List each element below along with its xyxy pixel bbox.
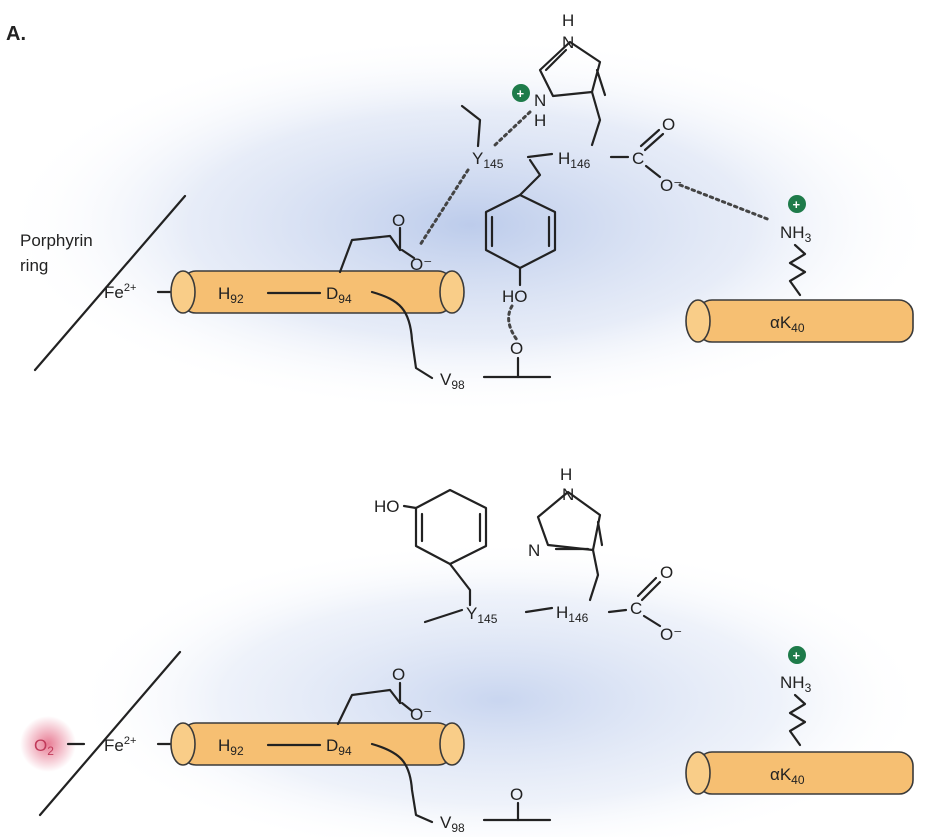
- h146-o-minus-bottom: O⁻: [660, 625, 682, 644]
- lys-nh3: NH3: [780, 223, 812, 245]
- d94-label: D94: [326, 284, 352, 306]
- svg-text:+: +: [793, 648, 801, 663]
- lys-positive-badge-bottom: [788, 646, 806, 664]
- lys-nh3-bottom: NH3: [780, 673, 812, 695]
- positive-charge-badge: [512, 84, 530, 102]
- lys-helix: [685, 299, 914, 343]
- porphyrin-label: Porphyrin: [20, 231, 93, 250]
- ring-label: ring: [20, 256, 48, 275]
- ak40-label: αK40: [770, 313, 805, 335]
- v98-label-bottom: V98: [440, 813, 465, 835]
- v98-carbonyl-o: O: [510, 339, 523, 358]
- imidazole-n-bottom: N: [528, 541, 540, 560]
- h146-carboxyl-c: C: [632, 149, 644, 168]
- porphyrin-ring-line-bottom: [38, 650, 182, 817]
- svg-text:+: +: [793, 197, 801, 212]
- bottom-panel: O2 Fe2+ H92 D94 O O⁻ V98 O HO Y: [20, 465, 914, 835]
- tyr-oh-bottom: HO: [374, 497, 400, 516]
- h92-label: H92: [218, 284, 244, 306]
- h146-carboxyl-c-bottom: C: [630, 599, 642, 618]
- d94-carbonyl-o: O: [392, 211, 405, 230]
- imidazole-top-n-bottom: N: [562, 485, 574, 504]
- porphyrin-ring-line: [33, 194, 187, 372]
- lys-helix-bottom: [685, 751, 914, 795]
- d94-carbonyl-o-bottom: O: [392, 665, 405, 684]
- panel-label: A.: [6, 23, 26, 45]
- o2-glow: [20, 716, 76, 772]
- imidazole-top-h: H: [562, 11, 574, 30]
- h146-label-bottom: H146: [556, 603, 589, 625]
- fe-label-bottom: Fe2+: [104, 735, 136, 755]
- v98-carbonyl-o-bottom: O: [510, 785, 523, 804]
- lys-positive-badge: [788, 195, 806, 213]
- tyr-oh: HO: [502, 287, 528, 306]
- v98-label: V98: [440, 370, 465, 392]
- h146-label: H146: [558, 149, 591, 171]
- imidazole-top-h-bottom: H: [560, 465, 572, 484]
- svg-text:+: +: [517, 86, 525, 101]
- imidazole-nh-h: H: [534, 111, 546, 130]
- d94-o-minus-bottom: O⁻: [410, 705, 432, 724]
- ak40-label-bottom: αK40: [770, 765, 805, 787]
- top-panel: Porphyrin ring Fe2+ H92 D94 O O⁻ V98 O: [20, 11, 914, 392]
- y145-label-bottom: Y145: [466, 604, 498, 626]
- h146-carbonyl-o-bottom: O: [660, 563, 673, 582]
- y145-label: Y145: [472, 149, 504, 171]
- h92-label-bottom: H92: [218, 736, 244, 758]
- o2-label: O2: [34, 736, 54, 758]
- fe-label: Fe2+: [104, 282, 136, 302]
- imidazole-n: N: [534, 91, 546, 110]
- h146-o-minus: O⁻: [660, 176, 682, 195]
- d94-label-bottom: D94: [326, 736, 352, 758]
- d94-o-minus: O⁻: [410, 255, 432, 274]
- h146-carbonyl-o: O: [662, 115, 675, 134]
- imidazole-top-n: N: [562, 33, 574, 52]
